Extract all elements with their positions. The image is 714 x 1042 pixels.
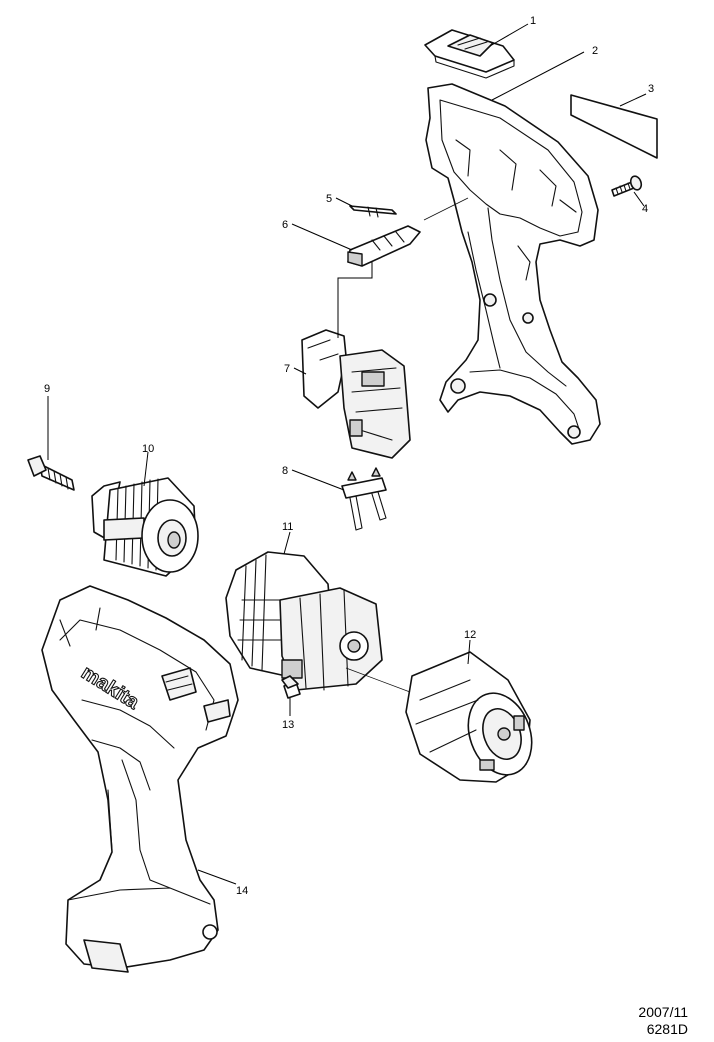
callout-1: 1 (530, 15, 536, 27)
part-11-gear-assembly (225, 551, 383, 691)
part-5-spring (349, 205, 397, 218)
leader-lines (47, 23, 647, 885)
part-1-switch-cap (424, 29, 515, 79)
part-13-screw (281, 675, 301, 699)
model-code: 6281D (646, 1021, 688, 1037)
callout-8: 8 (282, 465, 288, 477)
part-10-keyless-chuck (91, 477, 199, 577)
callout-2: 2 (592, 45, 598, 57)
callout-3: 3 (648, 83, 654, 95)
callout-4: 4 (642, 203, 648, 215)
callout-11: 11 (282, 521, 293, 533)
callout-numbers: 1 2 3 4 5 6 7 8 9 10 11 12 13 14 (44, 15, 654, 897)
part-2-housing-half (425, 83, 601, 445)
callout-5: 5 (326, 193, 332, 205)
part-8-terminal (341, 467, 387, 531)
callout-14: 14 (236, 885, 248, 897)
revision-date: 2007/11 (638, 1004, 688, 1020)
callout-6: 6 (282, 219, 288, 231)
part-7-switch (301, 329, 411, 459)
part-12-motor (405, 651, 533, 783)
part-9-chuck-screw (27, 455, 75, 491)
callout-13: 13 (282, 719, 294, 731)
callout-9: 9 (44, 383, 50, 395)
callout-12: 12 (464, 629, 476, 641)
part-4-screw (611, 175, 643, 197)
callout-10: 10 (142, 443, 154, 455)
part-6-reversing-lever (347, 225, 421, 267)
callout-7: 7 (284, 363, 290, 375)
part-14-housing-set: makita (41, 585, 239, 973)
part-3-label-plate (570, 94, 658, 159)
